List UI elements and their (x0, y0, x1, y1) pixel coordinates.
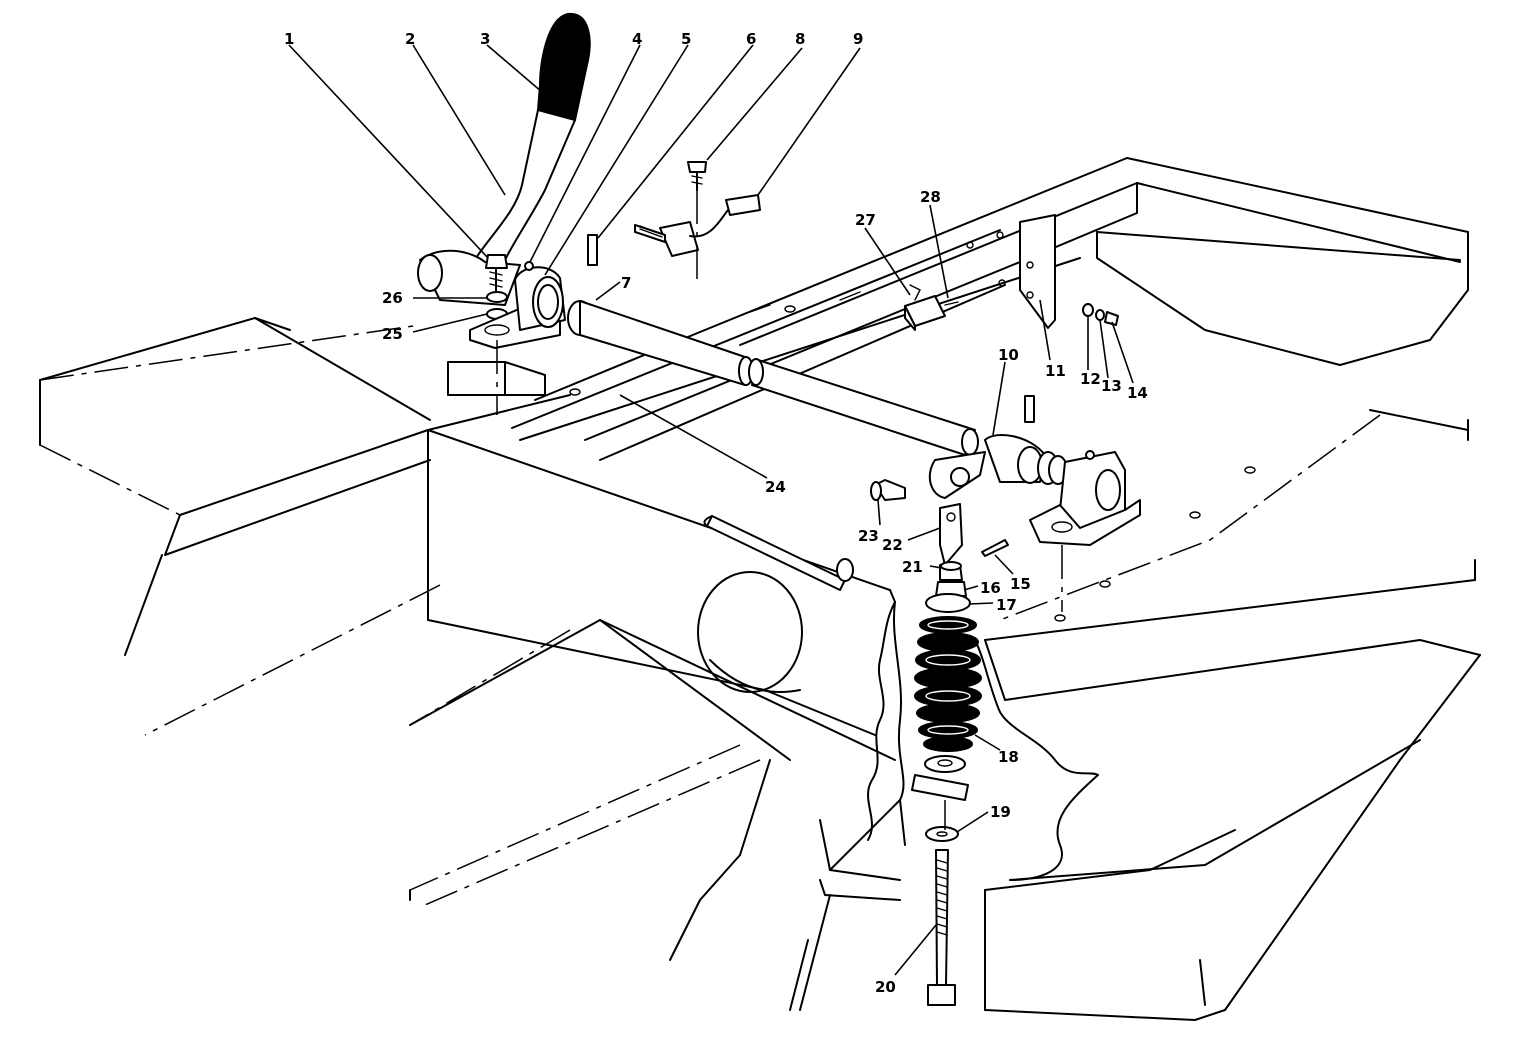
callout-2: 2 (405, 30, 415, 48)
callout-17: 17 (996, 596, 1017, 614)
leader-lines (288, 44, 1134, 976)
nut-14 (1104, 311, 1119, 326)
callout-7: 7 (621, 274, 631, 292)
callout-23: 23 (858, 527, 879, 545)
callout-10: 10 (998, 346, 1019, 364)
washer-17 (925, 593, 971, 613)
callout-28: 28 (920, 188, 941, 206)
washer-12 (1082, 303, 1094, 317)
cotter-pin-15 (981, 539, 1009, 557)
parts (417, 12, 1141, 1006)
callout-14: 14 (1127, 384, 1148, 402)
shaft-right (751, 359, 976, 456)
callout-8: 8 (795, 30, 805, 48)
bolt-1 (485, 254, 508, 269)
callout-13: 13 (1101, 377, 1122, 395)
grip-part (536, 12, 591, 122)
callout-22: 22 (882, 536, 903, 554)
screw-8 (687, 161, 707, 173)
callout-25: 25 (382, 325, 403, 343)
bolt-20 (927, 849, 956, 1006)
callout-27: 27 (855, 211, 876, 229)
switch-9 (659, 221, 699, 257)
callout-9: 9 (853, 30, 863, 48)
callout-18: 18 (998, 748, 1019, 766)
callout-1: 1 (284, 30, 294, 48)
callout-21: 21 (902, 558, 923, 576)
callout-3: 3 (480, 30, 490, 48)
clevis-22 (939, 503, 963, 566)
callout-26: 26 (382, 289, 403, 307)
deck-outline (39, 157, 1481, 1021)
washer-13 (1095, 309, 1105, 321)
callout-19: 19 (990, 803, 1011, 821)
callout-20: 20 (875, 978, 896, 996)
spring-18 (914, 616, 982, 752)
callout-4: 4 (632, 30, 642, 48)
washer-19 (925, 826, 959, 842)
callout-24: 24 (765, 478, 786, 496)
callout-11: 11 (1045, 362, 1066, 380)
callouts: 1 2 3 4 5 6 8 9 7 26 25 27 28 11 12 13 1… (284, 30, 1148, 996)
clevis-pin-23 (874, 479, 906, 501)
callout-12: 12 (1080, 370, 1101, 388)
lever-arm (469, 109, 576, 269)
callout-16: 16 (980, 579, 1001, 597)
callout-5: 5 (681, 30, 691, 48)
callout-15: 15 (1010, 575, 1031, 593)
callout-6: 6 (746, 30, 756, 48)
roll-pin-6 (587, 234, 598, 266)
